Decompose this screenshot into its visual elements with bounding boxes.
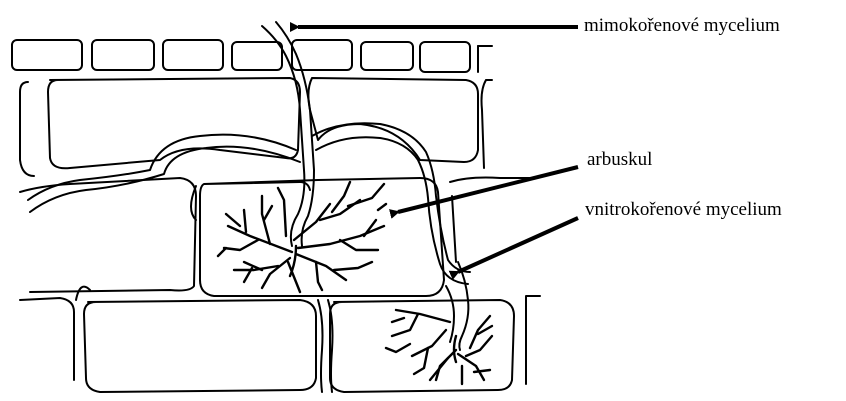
label-extraradical-mycelium: mimokořenové mycelium [584,16,780,35]
arrow-arbuscule [398,167,578,212]
arrow-intraradical [458,218,578,272]
cortex-cells-row-2 [20,178,530,297]
label-arbuscule: arbuskul [587,150,652,169]
cortex-cells-row-1 [20,78,492,176]
arbuscule-2 [386,310,492,384]
epidermis-cells [12,40,492,72]
label-arrows [298,27,578,272]
label-intraradical-mycelium: vnitrokořenové mycelium [585,200,782,219]
